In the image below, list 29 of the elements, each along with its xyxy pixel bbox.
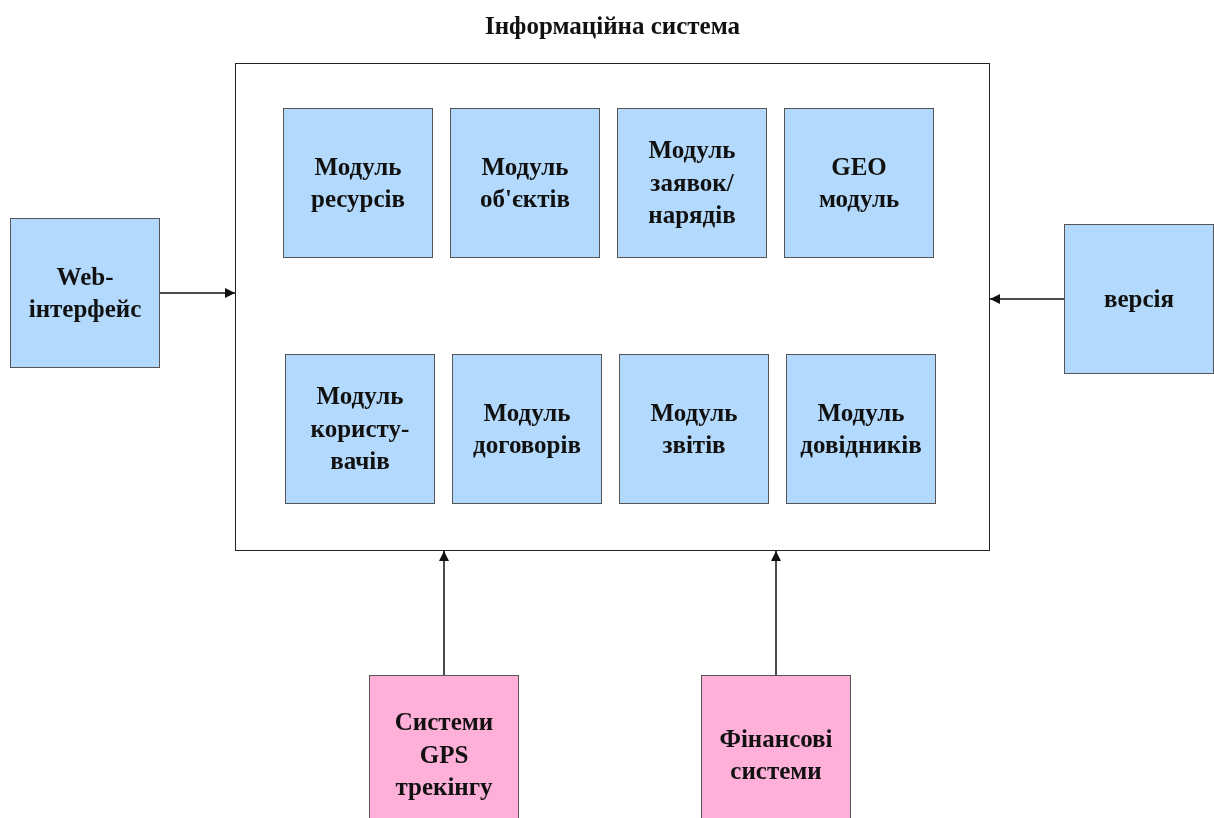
box-label: Модуль договорів [472, 397, 582, 460]
box-label: Web- інтерфейс [27, 261, 143, 324]
box-label: Модуль заявок/ нарядів [647, 135, 737, 231]
module-box [450, 108, 600, 258]
box-label: Фінансові системи [718, 723, 834, 786]
module-box [786, 354, 936, 504]
external-system-box [701, 675, 851, 818]
arrow [771, 550, 781, 676]
box-label: Модуль ресурсів [310, 151, 406, 214]
module-box [1064, 224, 1214, 374]
module-box [285, 354, 435, 504]
box-label: версія [1103, 283, 1175, 314]
module-box [619, 354, 769, 504]
module-box [452, 354, 602, 504]
arrow [439, 550, 449, 676]
arrow [989, 294, 1065, 304]
box-label: GEO модуль [817, 151, 901, 214]
box-label: Модуль звітів [649, 397, 739, 460]
module-box [283, 108, 433, 258]
box-label: Модуль довідників [799, 397, 923, 460]
module-box [784, 108, 934, 258]
box-label: Системи GPS трекінгу [393, 707, 495, 803]
arrow [159, 288, 236, 298]
box-label: Модуль користу- вачів [309, 381, 411, 477]
module-box [617, 108, 767, 258]
box-label: Модуль об'єктів [479, 151, 571, 214]
module-box [10, 218, 160, 368]
external-system-box [369, 675, 519, 818]
system-title: Інформаційна система [483, 12, 742, 40]
